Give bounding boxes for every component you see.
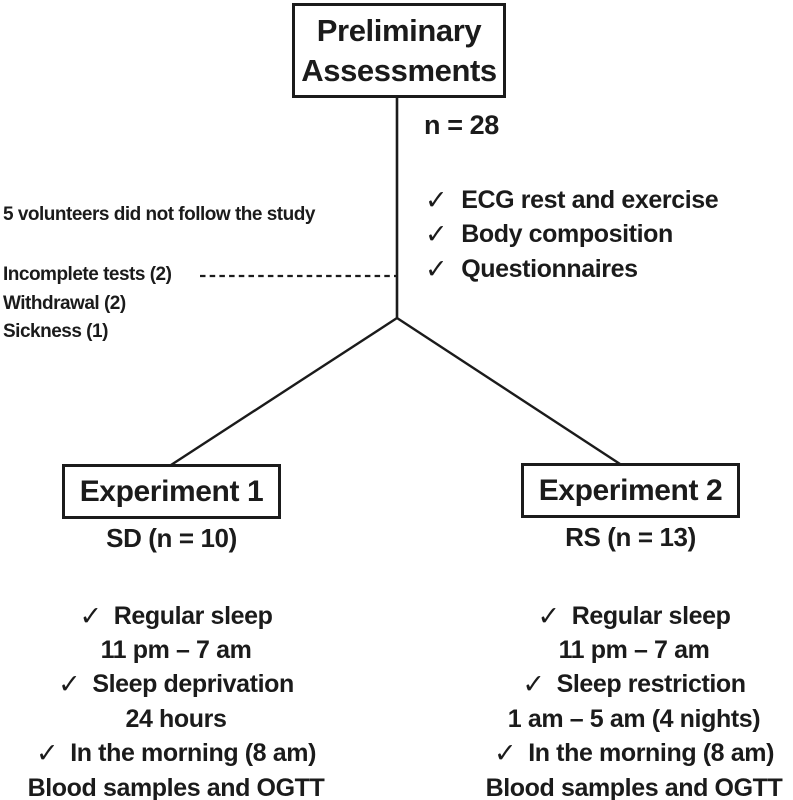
assessment-text: ECG rest and exercise xyxy=(461,185,719,214)
connector-diagonal-left xyxy=(170,316,398,467)
protocol-text: Blood samples and OGTT xyxy=(485,773,783,800)
protocol-item: ✓ In the morning (8 am) xyxy=(10,737,342,771)
protocol-text: In the morning (8 am) xyxy=(70,739,316,768)
protocol-item: 24 hours xyxy=(10,702,342,736)
check-icon: ✓ xyxy=(425,184,448,215)
protocol-item: ✓ Sleep deprivation xyxy=(10,668,342,702)
experiment-1-title: Experiment 1 xyxy=(79,474,264,508)
protocol-text: Sleep restriction xyxy=(556,670,747,699)
check-icon: ✓ xyxy=(493,738,517,769)
dropout-reason: Withdrawal (2) xyxy=(3,292,126,314)
check-icon: ✓ xyxy=(58,669,81,700)
protocol-item: 11 pm – 7 am xyxy=(468,633,793,667)
assessment-text: Questionnaires xyxy=(461,254,638,283)
protocol-text: 1 am – 5 am (4 nights) xyxy=(507,704,761,733)
assessment-item: ✓ Body composition xyxy=(425,218,718,253)
preliminary-assessments-title: Preliminary Assessments xyxy=(301,12,497,88)
protocol-text: 24 hours xyxy=(125,704,227,733)
check-icon: ✓ xyxy=(537,600,561,631)
protocol-text: In the morning (8 am) xyxy=(528,739,774,768)
dropout-reason: Incomplete tests (2) xyxy=(3,264,172,286)
check-icon: ✓ xyxy=(35,738,59,769)
protocol-item: 1 am – 5 am (4 nights) xyxy=(468,702,793,736)
assessment-item: ✓ Questionnaires xyxy=(425,252,718,287)
protocol-item: ✓ Regular sleep xyxy=(10,599,342,633)
protocol-item: ✓ Sleep restriction xyxy=(468,668,793,702)
protocol-text: Regular sleep xyxy=(571,601,731,630)
protocol-text: Regular sleep xyxy=(113,601,273,630)
check-icon: ✓ xyxy=(425,253,448,284)
protocol-item: Blood samples and OGTT xyxy=(10,771,342,800)
experiment-1-box: Experiment 1 xyxy=(62,464,281,519)
experiment-2-subtitle: RS (n = 13) xyxy=(565,522,696,552)
experiment-1-subtitle: SD (n = 10) xyxy=(106,523,237,553)
experiment-2-title: Experiment 2 xyxy=(538,473,723,507)
check-icon: ✓ xyxy=(79,600,103,631)
sample-size-label: n = 28 xyxy=(424,110,499,140)
experiment-2-protocol: ✓ Regular sleep 11 pm – 7 am ✓ Sleep res… xyxy=(468,599,793,800)
preliminary-assessments-box: Preliminary Assessments xyxy=(292,3,506,98)
assessments-list: ✓ ECG rest and exercise ✓ Body compositi… xyxy=(425,183,719,287)
dropout-reasons-list: Incomplete tests (2) Withdrawal (2) Sick… xyxy=(3,261,172,347)
protocol-item: ✓ Regular sleep xyxy=(468,599,793,633)
assessment-item: ✓ ECG rest and exercise xyxy=(425,183,719,218)
protocol-text: Sleep deprivation xyxy=(92,670,294,699)
experiment-2-box: Experiment 2 xyxy=(521,463,740,518)
protocol-item: ✓ In the morning (8 am) xyxy=(468,737,793,771)
dropout-reason: Sickness (1) xyxy=(3,321,108,343)
protocol-item: Blood samples and OGTT xyxy=(468,771,793,800)
check-icon: ✓ xyxy=(522,669,545,700)
protocol-text: 11 pm – 7 am xyxy=(100,636,252,665)
check-icon: ✓ xyxy=(425,219,448,250)
protocol-text: Blood samples and OGTT xyxy=(27,773,325,800)
connector-diagonal-right xyxy=(396,316,621,466)
protocol-text: 11 pm – 7 am xyxy=(558,636,710,665)
protocol-item: 11 pm – 7 am xyxy=(10,633,342,667)
dropout-headline: 5 volunteers did not follow the study xyxy=(3,204,315,225)
assessment-text: Body composition xyxy=(461,220,673,249)
experiment-1-protocol: ✓ Regular sleep 11 pm – 7 am ✓ Sleep dep… xyxy=(10,599,342,800)
